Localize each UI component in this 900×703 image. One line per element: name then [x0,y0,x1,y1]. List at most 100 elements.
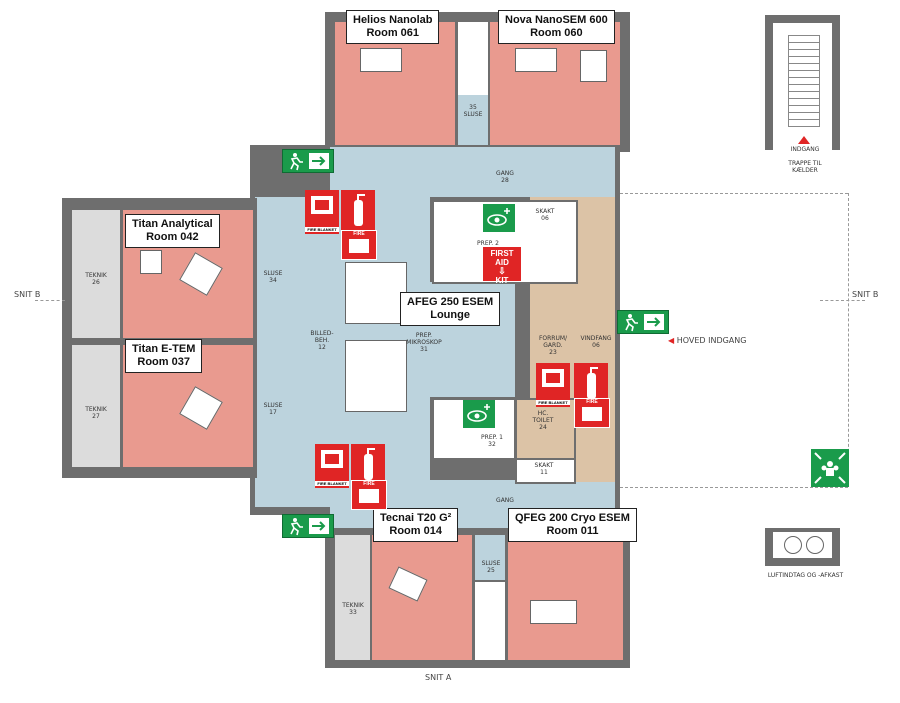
fire-alarm-sign: FIRE [574,398,610,428]
room-label-afeg: AFEG 250 ESEM Lounge [400,292,501,326]
entrance-arrow-icon [798,136,810,144]
plan-label-sluse-17: SLUSE 17 [263,402,283,416]
room-label-titan-analytical: Titan Analytical Room 042 [125,214,220,248]
fire-extinguisher-sign [341,190,375,234]
fire-blanket-sign: FIRE BLANKET [536,363,570,407]
plan-label-forrum: FORRUM/ GARD. 23 [538,335,568,356]
eye-wash-sign-icon [463,400,495,428]
emergency-exit-sign [282,149,334,173]
room-number: Room 011 [546,525,599,537]
room-number: Room 060 [530,27,583,39]
room-name: Tecnai T20 G² [380,512,452,524]
assembly-point-icon [811,449,849,487]
room-number: Room 014 [389,525,442,537]
plan-label-skakt-06: SKAKT 06 [535,208,555,222]
sluse-25-area [475,535,505,580]
section-line [820,300,865,301]
dashed-outline [620,193,848,194]
tecnai-area [372,535,472,660]
plan-label-teknik-27: TEKNIK 27 [85,406,107,420]
running-person-arrow-icon [625,314,664,332]
plan-label-luftindtag: LUFTINDTAG OG -AFKAST [767,572,844,579]
plan-label-teknik-26: TEKNIK 26 [85,272,107,286]
room-number: Lounge [430,309,470,321]
fire-extinguisher-icon [587,367,598,399]
room-name: Titan Analytical [132,218,213,230]
plan-label-sluse-35: 35 SLUSE [463,104,483,118]
emergency-exit-sign [617,310,669,334]
stair-steps [788,35,820,127]
first-aid-kit-sign: FIRST AID ⇩ KIT [483,247,521,285]
room-label-qfeg: QFEG 200 Cryo ESEM Room 011 [508,508,637,542]
room-label-helios: Helios Nanolab Room 061 [346,10,440,44]
fire-extinguisher-icon [364,448,375,480]
entrance-marker-icon: ◀ [668,336,675,345]
plan-label-trappe: TRAPPE TIL KÆLDER [788,160,822,174]
running-person-arrow-icon [290,153,329,171]
dashed-outline [620,487,848,488]
eye-wash-sign-icon [483,204,515,232]
fire-alarm-icon [359,489,379,503]
desk [515,48,557,72]
fire-blanket-icon [321,450,343,468]
main-entrance-label: ◀ HOVED INDGANG [668,336,747,345]
room-label-tecnai: Tecnai T20 G² Room 014 [373,508,459,542]
fire-blanket-icon [311,196,333,214]
plan-label-sluse-34: SLUSE 34 [263,270,283,284]
corridor-gang-28 [330,147,615,197]
stair-bottom [475,582,505,660]
fire-blanket-sign: FIRE BLANKET [305,190,339,234]
room-name: QFEG 200 Cryo ESEM [515,512,630,524]
fire-blanket-icon [542,369,564,387]
room-number: Room 037 [137,356,190,368]
emergency-exit-sign [282,514,334,538]
teknik-26-area [72,210,120,338]
fire-blanket-sign: FIRE BLANKET [315,444,349,488]
plan-label-billedbeh: BILLED- BEH. 12 [310,330,334,351]
plan-label-vindfang: VINDFANG 06 [580,335,612,349]
plan-label-prep2: PREP. 2 [477,240,499,247]
room-name: Nova NanoSEM 600 [505,14,608,26]
fire-alarm-icon [349,239,369,253]
plan-label-gang-bottom: GANG [496,497,514,504]
plan-label-prep-mikroskop: PREP. MIKROSKOP 31 [406,332,442,353]
running-person-arrow-icon [290,518,329,536]
fire-alarm-sign: FIRE [341,230,377,260]
plan-label-sluse-25: SLUSE 25 [481,560,501,574]
workstation [345,340,407,412]
room-name: AFEG 250 ESEM [407,296,494,308]
section-line [35,300,65,301]
section-label-a: SNIT A [425,673,452,682]
fire-alarm-icon [582,407,602,421]
vent-circle-icon [806,536,824,554]
desk [140,250,162,274]
plan-label-hc-toilet: HC. TOILET 24 [532,410,554,431]
skakt-bottom-area [515,458,576,484]
room-number: Room 042 [146,231,199,243]
room-number: Room 061 [366,27,420,39]
teknik-33-area [335,535,370,660]
room-name: Titan E-TEM [132,343,196,355]
plan-label-skakt-11: SKAKT 11 [534,462,554,476]
vent-circle-icon [784,536,802,554]
plan-label-indgang: INDGANG [790,146,820,153]
plan-label-prep1: PREP. 1 32 [481,434,503,448]
plan-label-gang-28: GANG 28 [496,170,514,184]
desk [360,48,402,72]
air-intake-outline [765,528,840,566]
fire-extinguisher-icon [354,194,365,226]
plan-label-teknik-33: TEKNIK 33 [342,602,364,616]
room-label-nova: Nova NanoSEM 600 Room 060 [498,10,615,44]
sluse-35-lower [458,95,488,147]
down-arrow-icon: ⇩ [498,266,506,276]
toilet-area [515,398,576,460]
room-name: Helios Nanolab [353,14,433,26]
room-label-titan-etem: Titan E-TEM Room 037 [125,339,203,373]
desk [530,600,577,624]
teknik-27-area [72,345,120,467]
fire-alarm-sign: FIRE [351,480,387,510]
qfeg-area [508,535,623,660]
dashed-outline [848,193,849,487]
workstation [345,262,407,324]
section-label-b-right: SNIT B [852,290,879,299]
